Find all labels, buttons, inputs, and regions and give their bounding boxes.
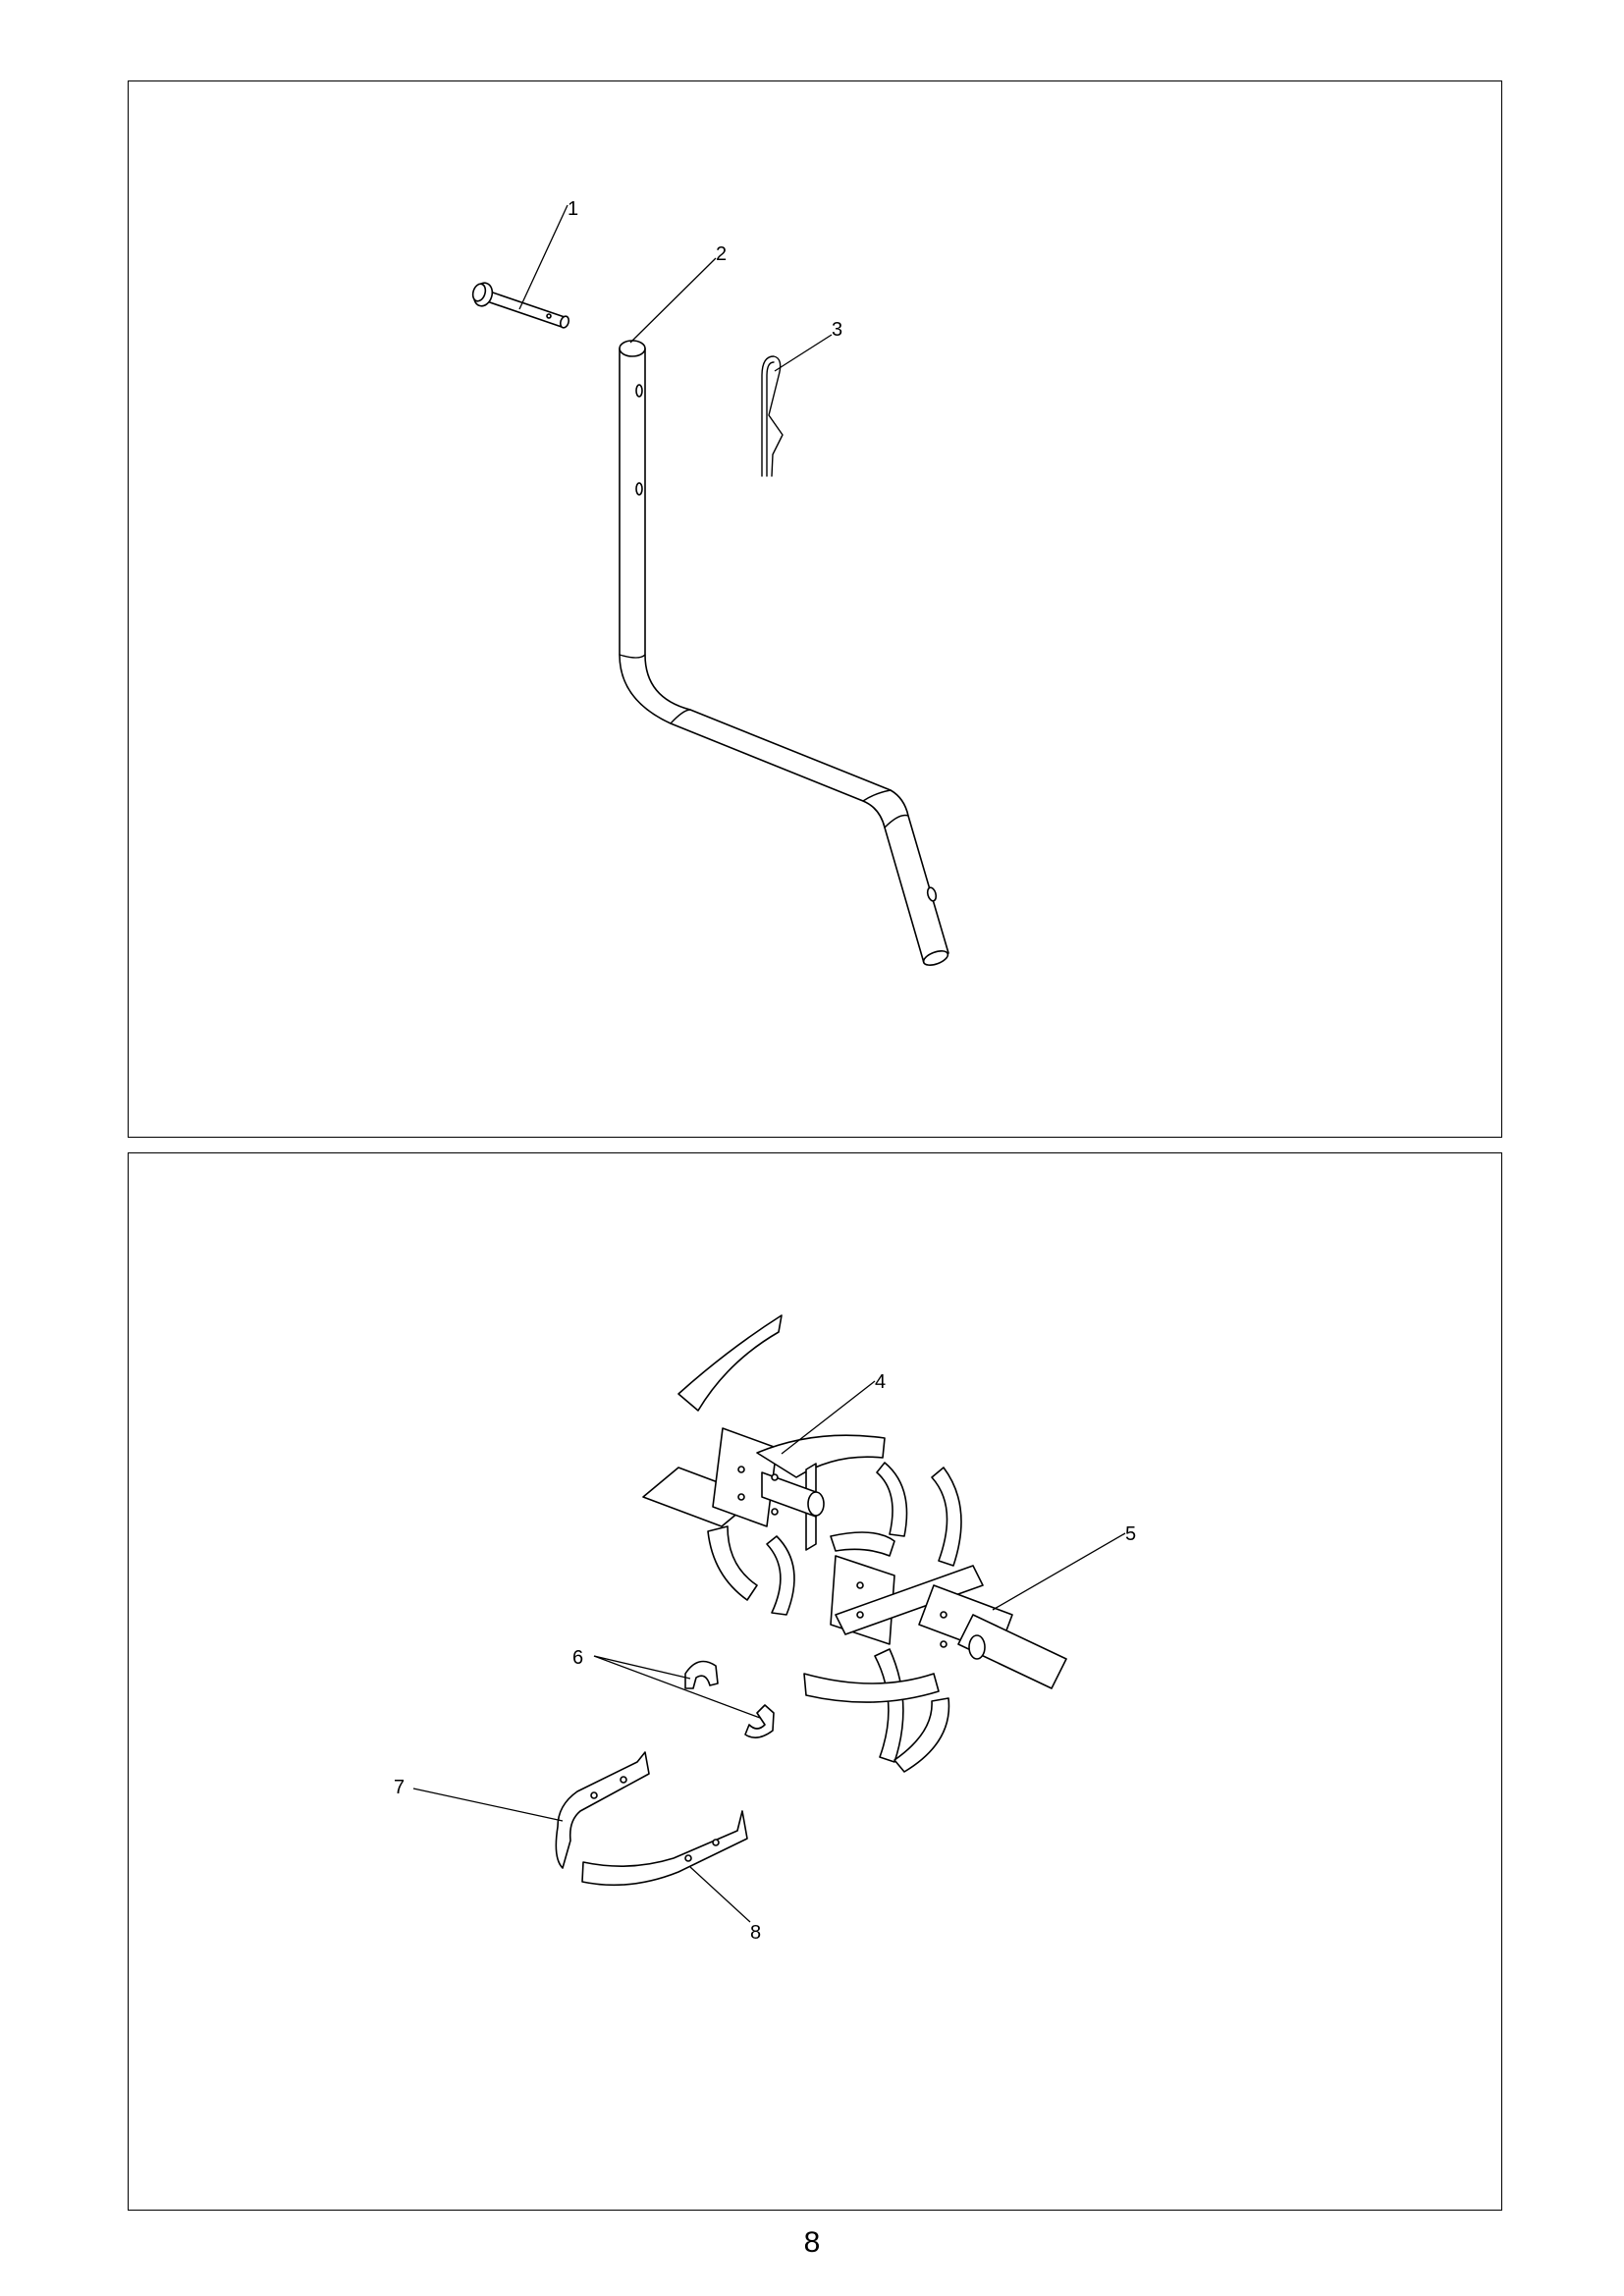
callouts-top: 1 2 3 — [518, 198, 842, 372]
callout-6: 6 — [572, 1647, 583, 1669]
exploded-view-panel-top: 1 2 3 — [128, 80, 1502, 1138]
exploded-view-panel-bottom: 4 5 6 7 8 — [128, 1152, 1502, 2211]
callout-4: 4 — [875, 1371, 886, 1393]
part-5-tine-assembly-right — [803, 1462, 1067, 1773]
callout-5: 5 — [1125, 1523, 1136, 1545]
callout-7: 7 — [394, 1777, 405, 1798]
bottom-diagram-svg: 4 5 6 7 8 — [394, 1314, 1136, 1944]
callout-1: 1 — [568, 198, 578, 220]
top-diagram-svg: 1 2 3 — [471, 198, 949, 966]
part-8-single-tine — [581, 1810, 748, 1887]
part-3-hairpin-clip — [761, 355, 784, 477]
callouts-bottom: 4 5 6 7 8 — [394, 1371, 1136, 1944]
callout-8: 8 — [750, 1922, 761, 1944]
part-1-clevis-pin — [471, 282, 570, 329]
page-number: 8 — [803, 2226, 821, 2259]
callout-3: 3 — [832, 319, 842, 341]
part-6-retaining-clips — [684, 1660, 775, 1738]
callout-2: 2 — [716, 243, 727, 265]
part-7-single-tine — [555, 1751, 650, 1869]
part-4-tine-assembly-left — [642, 1314, 886, 1616]
part-2-handle-rod — [619, 340, 949, 966]
